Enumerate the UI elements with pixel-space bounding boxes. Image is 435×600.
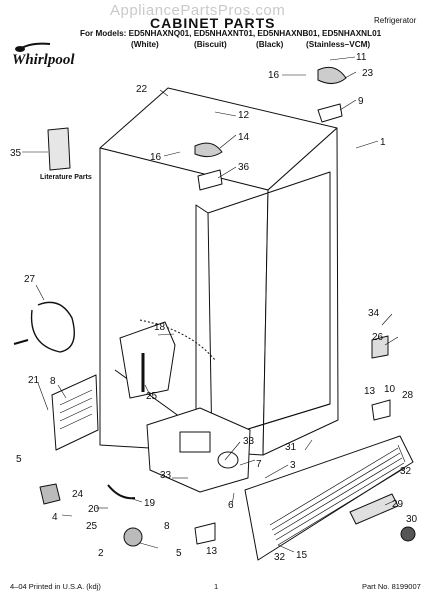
part-callout-33: 33: [160, 470, 172, 481]
part-callout-26: 26: [372, 332, 384, 343]
part-callout-35: 35: [10, 148, 22, 159]
part-callout-9: 9: [358, 96, 364, 107]
part-callout-8: 8: [164, 521, 170, 532]
part-callout-29: 29: [392, 499, 404, 510]
part-callout-25: 25: [146, 391, 158, 402]
part-callout-25: 25: [86, 521, 98, 532]
part-callout-2: 2: [98, 548, 104, 559]
whirlpool-logo-icon: [15, 42, 51, 52]
part-callout-31: 31: [285, 442, 297, 453]
bracket-part-8-upper: [371, 399, 391, 421]
part-callout-19: 19: [144, 498, 156, 509]
watermark-text: AppliancePartsPros.com: [110, 2, 286, 19]
part-callout-22: 22: [136, 84, 148, 95]
color-black: (Black): [256, 40, 284, 49]
machine-compartment-front: [146, 407, 251, 493]
door-stop-part: [371, 335, 389, 359]
part-callout-10: 10: [384, 384, 396, 395]
part-callout-28: 28: [402, 390, 414, 401]
footer-part-number: Part No. 8199007: [362, 582, 421, 591]
footer-print-info: 4–04 Printed in U.S.A. (kdj): [10, 582, 101, 591]
machine-compartment-cutaway: [119, 321, 176, 399]
part-callout-23: 23: [362, 68, 374, 79]
part-callout-4: 4: [52, 512, 58, 523]
appliance-category: Refrigerator: [374, 16, 417, 25]
part-callout-14: 14: [238, 132, 250, 143]
part-callout-36: 36: [238, 162, 250, 173]
part-callout-33: 33: [243, 436, 255, 447]
grille-roller: [349, 493, 399, 525]
literature-booklet: [47, 127, 71, 171]
part-callout-24: 24: [72, 489, 84, 500]
cabinet-left-side: [99, 147, 269, 456]
part-callout-21: 21: [28, 375, 40, 386]
color-white: (White): [131, 40, 159, 49]
part-callout-18: 18: [154, 322, 166, 333]
part-callout-32: 32: [274, 552, 286, 563]
color-biscuit: (Biscuit): [194, 40, 227, 49]
part-callout-7: 7: [256, 459, 262, 470]
part-callout-13: 13: [364, 386, 376, 397]
toe-grille-part: [244, 435, 414, 561]
part-callout-32: 32: [400, 466, 412, 477]
center-hinge-cover: [194, 142, 223, 158]
leveling-leg-left: [39, 483, 61, 505]
part-callout-34: 34: [368, 308, 380, 319]
top-hinge-bracket: [317, 103, 343, 123]
part-callout-5: 5: [16, 454, 22, 465]
part-callout-3: 3: [290, 460, 296, 471]
literature-parts-label: Literature Parts: [40, 174, 92, 181]
color-stainless: (Stainless–VCM): [306, 40, 371, 49]
cabinet-right-side: [262, 127, 339, 456]
top-hinge-cover: [317, 66, 347, 84]
part-callout-20: 20: [88, 504, 100, 515]
page-title: CABINET PARTS: [150, 15, 276, 31]
power-cord-part: [30, 301, 75, 353]
part-callout-15: 15: [296, 550, 308, 561]
part-callout-16: 16: [150, 152, 162, 163]
part-callout-8: 8: [50, 376, 56, 387]
part-callout-11: 11: [356, 52, 367, 63]
water-tube-part: [107, 484, 136, 500]
part-callout-30: 30: [406, 514, 418, 525]
part-callout-27: 27: [24, 274, 36, 285]
part-callout-12: 12: [238, 110, 250, 121]
part-callout-16: 16: [268, 70, 280, 81]
footer-page-number: 1: [214, 582, 219, 591]
center-hinge-bracket: [197, 169, 223, 191]
part-callout-13: 13: [206, 546, 218, 557]
part-callout-6: 6: [228, 500, 234, 511]
brand-logo-text: Whirlpool: [12, 52, 75, 68]
model-numbers: For Models: ED5NHAXNQ01, ED5NHAXNT01, ED…: [80, 29, 382, 38]
part-callout-1: 1: [380, 137, 386, 148]
part-callout-5: 5: [176, 548, 182, 559]
bracket-part-8-lower: [194, 522, 216, 545]
